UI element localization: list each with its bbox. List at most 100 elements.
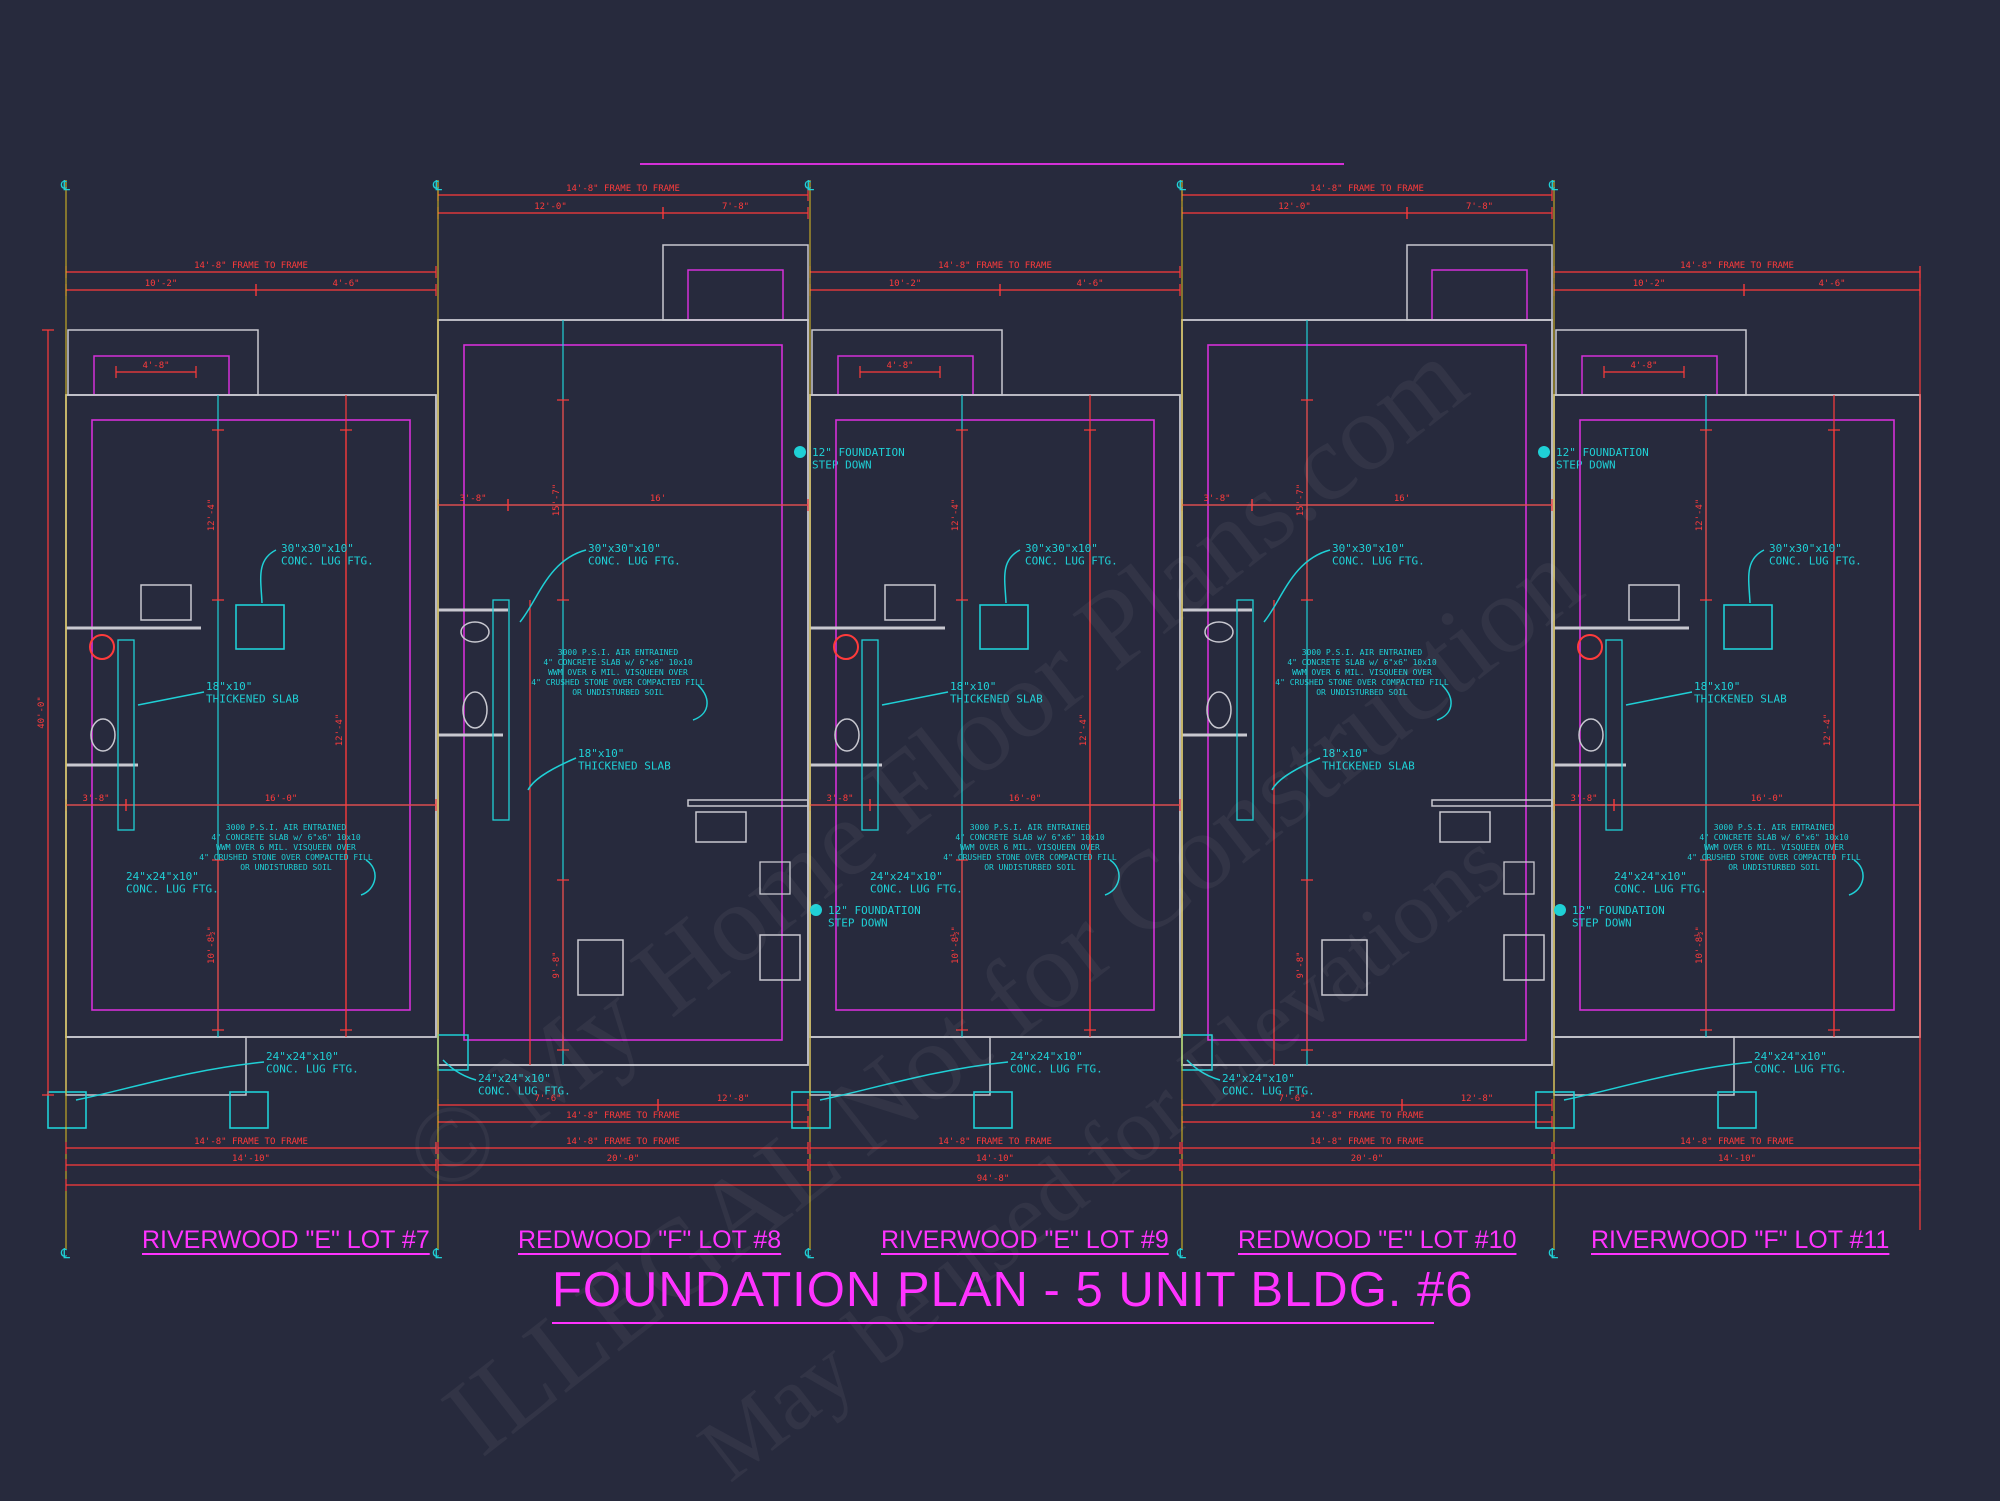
lug-ftg-30-note-line-2: CONC. LUG FTG. <box>1025 555 1118 568</box>
overall-height-dim-text: 40'-0" <box>37 696 47 729</box>
height-right-dim-text: 12'-4" <box>1823 714 1833 747</box>
unit-width-dim-5-text: 14'-10" <box>1718 1154 1756 1164</box>
toilet-fixture <box>1578 718 1604 752</box>
top-left-dim-text: 10'-2" <box>889 279 922 289</box>
rear-lug-ftg-leader <box>75 1061 265 1101</box>
bottom-frame-dim-text: 14'-8" FRAME TO FRAME <box>566 1111 680 1121</box>
unit-frame-dim-1-text: 14'-8" FRAME TO FRAME <box>194 1137 308 1147</box>
slab-edge <box>91 419 411 1011</box>
step-down-note-line-1: 12" FOUNDATION <box>1556 446 1649 459</box>
lug-ftg-24-note-line-2: CONC. LUG FTG. <box>126 883 219 896</box>
height-lower-dim-text: 9'-8" <box>552 951 562 978</box>
height-lower-dim-text: 10'-8½" <box>206 926 217 964</box>
double-sink <box>1628 584 1680 621</box>
thickened-slab-note-line-1: 18"x10" <box>1694 680 1740 693</box>
dishwasher <box>1503 861 1535 895</box>
unit-label-lot-8: REDWOOD "F" LOT #8 <box>518 1226 782 1254</box>
top-right-dim-text: 7'-8" <box>1466 202 1493 212</box>
bottom-right-dim-text: 12'-8" <box>1461 1094 1494 1104</box>
step-down-note-line-2: STEP DOWN <box>812 459 872 472</box>
thickened-slab-leader <box>881 691 949 706</box>
rear-lug-ftg-note-line-2: CONC. LUG FTG. <box>1754 1063 1847 1076</box>
thickened-slab-leader <box>137 691 205 706</box>
slab-note-line-1: 3000 P.S.I. AIR ENTRAINED <box>970 823 1091 832</box>
unit-plan-1: 4'-8"14'-8" FRAME TO FRAME10'-2"4'-6"3'-… <box>47 178 437 1262</box>
thickened-slab-note-line-1: 18"x10" <box>206 680 252 693</box>
height-lower-dim-text: 10'-8½" <box>1694 926 1705 964</box>
thickened-slab-note-line-2: THICKENED SLAB <box>1322 760 1415 773</box>
front-lug-ftg-note-line-1: 24"x24"x10" <box>1222 1072 1295 1085</box>
lug-footing-30 <box>235 604 285 650</box>
rear-lug-ftg-leader <box>1563 1061 1753 1101</box>
front-lug-ftg-note-line-2: CONC. LUG FTG. <box>1222 1085 1315 1098</box>
top-right-dim-text: 4'-6" <box>1818 279 1845 289</box>
top-left-dim-text: 10'-2" <box>1633 279 1666 289</box>
mid-span-dim-text: 16' <box>1394 494 1410 504</box>
rear-bumpout-slab <box>1431 269 1528 321</box>
slab-note-line-2: 4" CONCRETE SLAB w/ 6"x6" 10x10 <box>211 833 360 842</box>
rear-lug-ftg-note-line-2: CONC. LUG FTG. <box>1010 1063 1103 1076</box>
kitchen-sink <box>1439 811 1491 843</box>
frame-dim-text: 14'-8" FRAME TO FRAME <box>194 261 308 271</box>
centerline-mark-top: ℄ <box>1176 178 1186 194</box>
left-offset-dim-text: 3'-8" <box>826 794 853 804</box>
top-right-dim-text: 4'-6" <box>1076 279 1103 289</box>
slab-note-line-4: 4" CRUSHED STONE OVER COMPACTED FILL <box>943 853 1117 862</box>
slab-note-line-4: 4" CRUSHED STONE OVER COMPACTED FILL <box>531 678 705 687</box>
slab-edge <box>1579 419 1895 1011</box>
unit-width-dim-3-text: 14'-10" <box>976 1154 1014 1164</box>
left-offset-dim-text: 3'-8" <box>1570 794 1597 804</box>
unit-label-lot-10: REDWOOD "E" LOT #10 <box>1238 1226 1517 1254</box>
slab-note-line-4: 4" CRUSHED STONE OVER COMPACTED FILL <box>1687 853 1861 862</box>
thickened-slab-note-line-2: THICKENED SLAB <box>950 693 1043 706</box>
rear-lug-ftg-leader <box>819 1061 1009 1101</box>
frame-dim-text: 14'-8" FRAME TO FRAME <box>1680 261 1794 271</box>
step-down-note-line-1: 12" FOUNDATION <box>828 904 921 917</box>
slab-note-line-5: OR UNDISTURBED SOIL <box>240 863 332 872</box>
slab-note-line-3: WWM OVER 6 MIL. VISQUEEN OVER <box>1292 668 1432 677</box>
foundation-wall <box>65 394 437 1038</box>
rear-bumpout-outline <box>1406 244 1553 321</box>
kitchen-counter <box>1431 799 1553 807</box>
thickened-slab-note-line-1: 18"x10" <box>950 680 996 693</box>
slab-note-line-1: 3000 P.S.I. AIR ENTRAINED <box>1302 648 1423 657</box>
lug-footing-left <box>1535 1091 1575 1129</box>
units-layer: 4'-8"14'-8" FRAME TO FRAME10'-2"4'-6"3'-… <box>47 178 1921 1262</box>
top-right-dim-text: 4'-6" <box>332 279 359 289</box>
front-lug-ftg-note-line-1: 24"x24"x10" <box>478 1072 551 1085</box>
plumbing-wall <box>861 639 879 831</box>
height-right-dim-text: 12'-4" <box>1079 714 1089 747</box>
slab-edge <box>463 344 783 1041</box>
thickened-slab-leader <box>1271 757 1321 791</box>
slab-note-line-5: OR UNDISTURBED SOIL <box>1728 863 1820 872</box>
lug-ftg-30-leader <box>519 549 587 623</box>
lug-ftg-30-note-line-2: CONC. LUG FTG. <box>588 555 681 568</box>
slab-note-line-3: WWM OVER 6 MIL. VISQUEEN OVER <box>216 843 356 852</box>
thickened-slab-leader <box>527 757 577 791</box>
unit-width-dim-4-text: 20'-0" <box>1351 1154 1384 1164</box>
unit-label-lot-7: RIVERWOOD "E" LOT #7 <box>142 1226 430 1254</box>
lug-ftg-30-leader <box>1747 549 1765 604</box>
rear-bumpout-outline <box>662 244 809 321</box>
height-upper-dim-text: 12'-4" <box>207 499 217 532</box>
slab-note-line-2: 4" CONCRETE SLAB w/ 6"x6" 10x10 <box>955 833 1104 842</box>
plumbing-wall <box>117 639 135 831</box>
step-down-note-line-2: STEP DOWN <box>1572 917 1632 930</box>
plumbing-wall <box>1236 599 1254 821</box>
mid-span-dim-text: 16' <box>650 494 666 504</box>
front-lug-ftg-leader <box>1186 1059 1221 1081</box>
lug-ftg-24-note-line-2: CONC. LUG FTG. <box>1614 883 1707 896</box>
plumbing-wall <box>492 599 510 821</box>
top-left-dim-text: 12'-0" <box>1278 202 1311 212</box>
double-sink <box>140 584 192 621</box>
kitchen-sink <box>695 811 747 843</box>
rear-patio-outline <box>809 1036 991 1096</box>
left-offset-dim-text: 3'-8" <box>82 794 109 804</box>
height-lower-dim-text: 9'-8" <box>1296 951 1306 978</box>
slab-note-line-1: 3000 P.S.I. AIR ENTRAINED <box>558 648 679 657</box>
water-heater <box>1321 939 1368 996</box>
step-down-marker <box>1554 904 1566 916</box>
slab-note-line-5: OR UNDISTURBED SOIL <box>984 863 1076 872</box>
